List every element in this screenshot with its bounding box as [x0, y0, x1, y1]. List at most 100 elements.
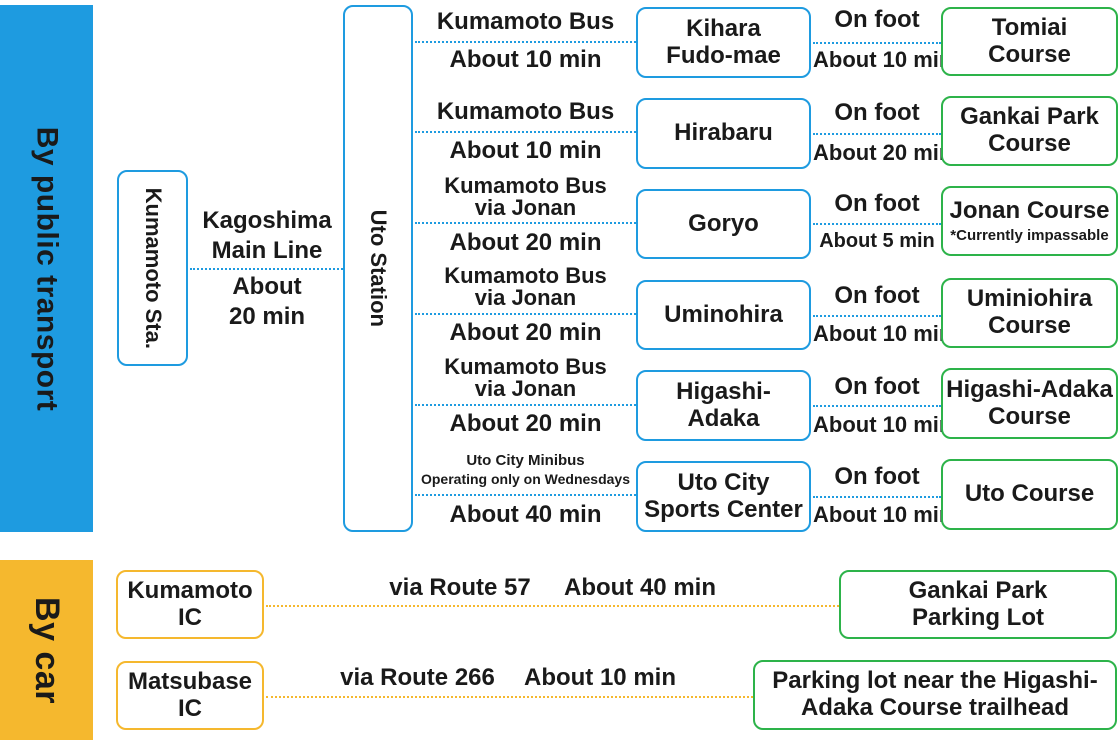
interchange-name-2: IC — [178, 694, 202, 722]
course-name-1: Gankai Park — [960, 103, 1099, 131]
parking-box: Gankai Park Parking Lot — [839, 570, 1117, 639]
bus-operator-label: Kumamoto Bus — [436, 98, 615, 125]
bus-route-label: via Jonan — [474, 376, 577, 401]
course-box: Higashi-Adaka Course — [941, 368, 1118, 439]
bus-stop-name-1: Hirabaru — [674, 119, 773, 147]
parking-name-1: Gankai Park — [908, 576, 1048, 604]
walk-mode-label: On foot — [834, 6, 920, 33]
car-time-label: About 40 min — [563, 574, 716, 601]
course-name-1: Higashi-Adaka — [946, 375, 1113, 403]
kumamoto-station-label: Kumamoto Sta. — [140, 187, 166, 349]
car-time-label: About 10 min — [523, 664, 676, 691]
bus-stop-box: Uto City Sports Center — [636, 461, 811, 532]
walk-time-label: About 5 min — [819, 230, 935, 252]
car-route-connector — [266, 605, 839, 607]
course-box: Tomiai Course — [941, 7, 1118, 76]
main-line-time-1: About — [232, 273, 302, 300]
main-line-name-1: Kagoshima — [202, 207, 332, 234]
bus-stop-box: Hirabaru — [636, 98, 811, 169]
course-name-2: Course — [988, 40, 1071, 68]
interchange-name-1: Matsubase — [127, 667, 253, 695]
bus-time-label: About 40 min — [449, 501, 602, 528]
bus-connector — [415, 494, 636, 496]
course-box: Jonan Course *Currently impassable — [941, 186, 1118, 256]
uto-station-box: Uto Station — [343, 5, 413, 532]
course-name-1: Uminiohira — [966, 285, 1093, 313]
parking-name-2: Adaka Course trailhead — [800, 694, 1070, 721]
walk-connector — [813, 42, 941, 44]
car-route-label: via Route 57 — [389, 574, 531, 601]
bus-schedule-note: Operating only on Wednesdays — [420, 471, 630, 487]
car-route-connector — [266, 696, 753, 698]
walk-connector — [813, 496, 941, 498]
parking-name-2: Parking Lot — [911, 603, 1044, 631]
bus-connector — [415, 313, 636, 315]
car-section-label: By car — [28, 596, 66, 704]
course-status-note: *Currently impassable — [950, 226, 1109, 244]
car-route-label: via Route 266 — [340, 664, 495, 691]
course-name-1: Uto Course — [964, 480, 1095, 508]
bus-stop-box: Higashi- Adaka — [636, 370, 811, 441]
bus-stop-name-1: Uminohira — [664, 300, 783, 328]
bus-operator-label: Kumamoto Bus — [444, 354, 607, 379]
bus-stop-name-1: Uto City — [677, 468, 770, 496]
bus-operator-label: Kumamoto Bus — [444, 173, 607, 198]
walk-time-label: About 10 min — [813, 47, 953, 72]
bus-connector — [415, 222, 636, 224]
interchange-name-1: Kumamoto — [127, 576, 253, 604]
bus-connector — [415, 404, 636, 406]
bus-time-label: About 10 min — [449, 46, 602, 73]
course-name-2: Course — [988, 402, 1071, 430]
walk-connector — [813, 223, 941, 225]
bus-operator-label: Kumamoto Bus — [436, 8, 615, 35]
main-line-name-2: Main Line — [211, 237, 323, 264]
bus-route-label: via Jonan — [474, 285, 577, 310]
bus-stop-box: Goryo — [636, 189, 811, 259]
bus-operator-label: Uto City Minibus — [466, 452, 585, 469]
bus-stop-name-1: Goryo — [688, 209, 759, 237]
interchange-box: Kumamoto IC — [116, 570, 264, 639]
kumamoto-station-box: Kumamoto Sta. — [117, 170, 188, 366]
main-line-time-2: 20 min — [228, 303, 306, 330]
walk-mode-label: On foot — [834, 282, 920, 309]
bus-time-label: About 20 min — [449, 410, 602, 437]
bus-connector — [415, 131, 636, 133]
walk-time-label: About 10 min — [813, 502, 953, 527]
course-box: Uto Course — [941, 459, 1118, 530]
bus-stop-name-1: Kihara — [686, 14, 761, 42]
bus-time-label: About 20 min — [449, 319, 602, 346]
public-transport-section-label: By public transport — [30, 126, 64, 411]
walk-time-label: About 20 min — [813, 140, 953, 165]
bus-stop-name-1: Higashi- — [676, 377, 771, 405]
course-name-2: Course — [988, 130, 1071, 157]
walk-mode-label: On foot — [834, 373, 920, 400]
bus-connector — [415, 41, 636, 43]
walk-connector — [813, 133, 941, 135]
course-name-2: Course — [988, 312, 1071, 339]
course-box: Gankai Park Course — [941, 96, 1118, 166]
course-box: Uminiohira Course — [941, 278, 1118, 348]
bus-stop-name-2: Sports Center — [644, 495, 803, 523]
main-line-connector — [190, 268, 343, 270]
walk-mode-label: On foot — [834, 190, 920, 217]
walk-connector — [813, 315, 941, 317]
bus-stop-name-2: Adaka — [687, 404, 760, 432]
bus-time-label: About 10 min — [449, 137, 602, 164]
bus-stop-box: Uminohira — [636, 280, 811, 350]
walk-connector — [813, 405, 941, 407]
interchange-box: Matsubase IC — [116, 661, 264, 730]
parking-box: Parking lot near the Higashi- Adaka Cour… — [753, 660, 1117, 730]
course-name-1: Tomiai — [991, 13, 1068, 41]
course-name-1: Jonan Course — [949, 196, 1110, 224]
public-transport-section-bar: By public transport — [0, 5, 93, 532]
car-section-bar: By car — [0, 560, 93, 740]
bus-route-label: via Jonan — [474, 195, 577, 220]
parking-name-1: Parking lot near the Higashi- — [772, 667, 1098, 695]
bus-stop-name-2: Fudo-mae — [666, 41, 781, 69]
walk-time-label: About 10 min — [813, 412, 953, 437]
walk-time-label: About 10 min — [813, 321, 953, 346]
walk-mode-label: On foot — [834, 463, 920, 490]
walk-mode-label: On foot — [834, 99, 920, 126]
bus-operator-label: Kumamoto Bus — [444, 263, 607, 288]
uto-station-label: Uto Station — [366, 209, 392, 328]
